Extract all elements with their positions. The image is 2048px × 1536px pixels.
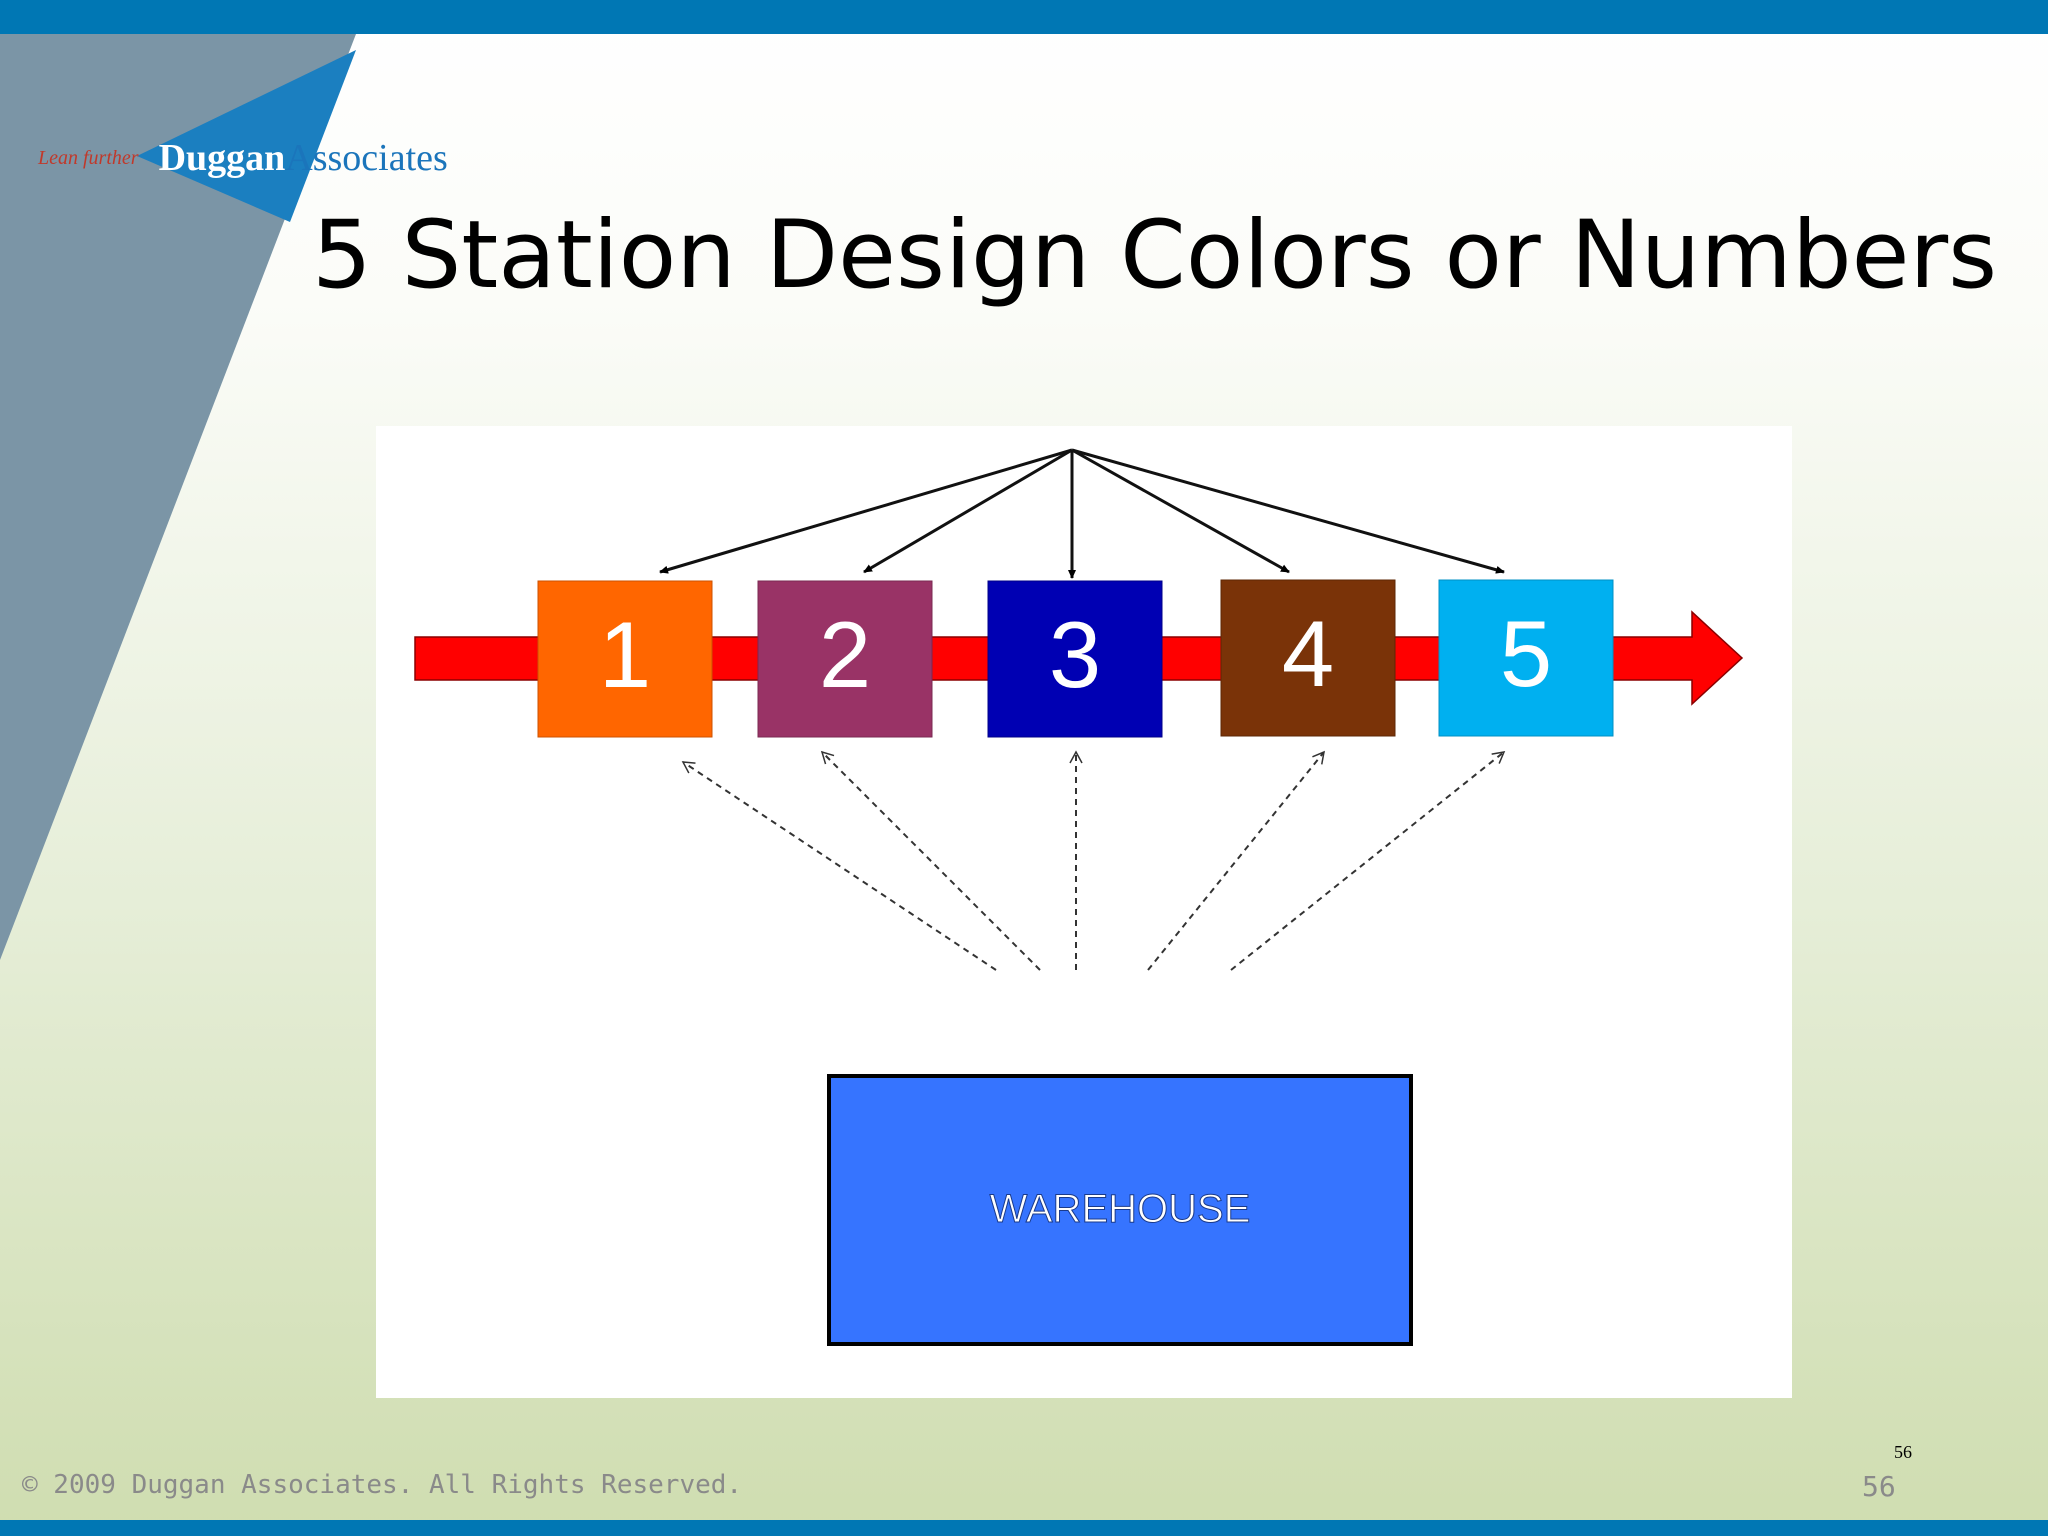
station-1-box [537,580,713,738]
distribution-arrow-2 [863,448,1073,574]
station-3: 3 [987,580,1163,738]
page-number: 56 [1862,1470,1896,1503]
page-number-small: 56 [1894,1442,1912,1462]
station-3-label: 3 [1049,602,1101,707]
station-4-box [1220,579,1396,737]
station-4-label: 4 [1282,601,1334,706]
station-4: 4 [1220,579,1396,737]
station-5: 5 [1438,579,1614,737]
station-5-label: 5 [1500,601,1552,706]
gray-side-panel [0,34,356,960]
warehouse-label: WAREHOUSE [990,1187,1251,1231]
warehouse: WAREHOUSE [827,1074,1413,1346]
station-2: 2 [757,580,933,738]
company-logo: Lean further DugganAssociates [38,136,448,196]
supply-arrow-1 [681,761,997,971]
distribution-arrow-4 [1071,448,1290,574]
station-1: 1 [537,580,713,738]
distribution-arrow-1 [659,448,1073,574]
logo-name-bold: Duggan [158,137,286,179]
supply-arrow-2 [820,750,1041,971]
station-diagram: 1 2 3 4 5 WAREHOUSE [376,426,1792,1398]
distribution-arrows [659,448,1505,579]
diagram-canvas: 1 2 3 4 5 WAREHOUSE [414,448,1744,1346]
top-bar [0,0,2048,34]
station-1-label: 1 [599,602,651,707]
supply-arrow-5 [1230,751,1506,971]
logo-tagline: Lean further [38,146,139,169]
logo-name-regular: Associates [285,137,448,179]
station-2-box [757,580,933,738]
distribution-arrow-5 [1071,448,1505,574]
slide-title: 5 Station Design Colors or Numbers [312,201,1998,310]
station-2-label: 2 [819,602,871,707]
station-3-box [987,580,1163,738]
supply-arrow-4 [1147,750,1325,971]
bottom-bar [0,1520,2048,1536]
warehouse-box [827,1074,1413,1346]
logo-blue-triangle [137,50,356,222]
station-5-box [1438,579,1614,737]
copyright-footer: © 2009 Duggan Associates. All Rights Res… [22,1470,743,1500]
supply-arrows [681,750,1506,971]
